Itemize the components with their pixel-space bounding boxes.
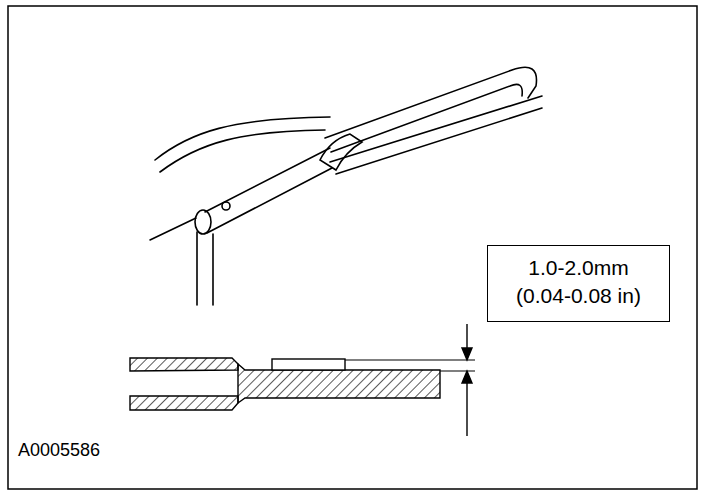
figure-number: A0005586 [18, 440, 100, 461]
dimension-text: 1.0-2.0mm [488, 254, 669, 282]
dimension-arrows [462, 324, 472, 436]
cross-section [130, 358, 475, 410]
dimension-box: 1.0-2.0mm(0.04-0.08 in) [487, 245, 670, 322]
frame [8, 6, 697, 489]
dimension-text: (0.04-0.08 in) [488, 282, 669, 310]
pliers [150, 67, 542, 305]
